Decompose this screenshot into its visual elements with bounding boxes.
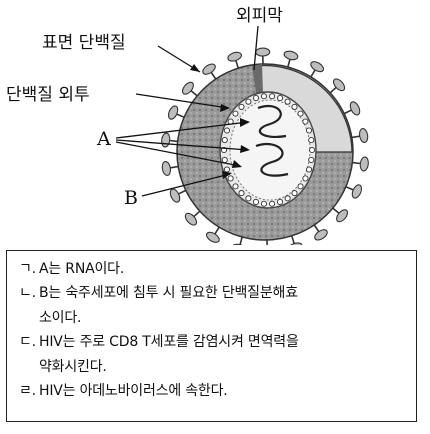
arrowhead-b (222, 171, 232, 179)
capsid-bead (260, 93, 267, 100)
statement-text: HIV는 주로 CD8 T세포를 감염시켜 면역력을 (39, 334, 299, 351)
capsid-bead (284, 98, 291, 105)
arrowhead-a-1 (240, 118, 250, 127)
statement-2: ㄴ.B는 숙주세포에 침투 시 필요한 단백질분해효 (19, 281, 408, 305)
rna-strand-1 (257, 105, 287, 138)
arrowhead-a-2 (240, 145, 250, 153)
spike-head (202, 63, 216, 75)
capsid-bead (238, 190, 245, 197)
capsid-bead (297, 183, 304, 190)
spike-head (358, 128, 369, 144)
spike-head (161, 132, 171, 148)
spike-head (161, 160, 172, 176)
statement-3-continued: 약화시킨다. (19, 355, 408, 379)
label-surface-protein: 표면 단백질 (42, 33, 126, 53)
arrowhead-surface-protein (190, 64, 200, 72)
capsid-bead (238, 103, 245, 110)
spike-head (184, 212, 198, 226)
spike-head (336, 209, 349, 223)
statement-3: ㄷ.HIV는 주로 CD8 T세포를 감염시켜 면역력을 (19, 330, 408, 354)
arrowhead-protein-shell (220, 104, 230, 112)
capsid-bead (284, 195, 291, 202)
capsid-bead (276, 198, 284, 205)
capsid-bead (308, 146, 316, 154)
spike-head (227, 51, 242, 62)
spike-head (231, 243, 247, 245)
capsid-bead (291, 190, 298, 197)
label-envelope: 외피막 (236, 6, 283, 26)
statement-4: ㄹ.HIV는 아데노바이러스에 속한다. (19, 379, 408, 403)
capsid-bead (269, 93, 276, 100)
leader-a-2 (115, 139, 249, 151)
capsid-bead (245, 195, 252, 202)
hiv-virus-diagram: 외피막 표면 단백질 단백질 외투 A B (6, 6, 369, 245)
statement-2-continued: 소이다. (19, 306, 408, 330)
spike-head (349, 101, 361, 116)
spike-head (167, 105, 179, 120)
leader-a-3 (115, 141, 241, 167)
spike-head (181, 81, 194, 95)
capsid-bead (305, 166, 313, 173)
spike-head (310, 61, 325, 73)
statement-text: HIV는 아데노바이러스에 속한다. (39, 383, 228, 400)
spike-head (359, 156, 369, 172)
capsid-bead (252, 198, 260, 205)
leader-b (141, 173, 231, 197)
rna-strand-2 (255, 143, 289, 177)
capsid-bead (223, 166, 231, 173)
spike-head (332, 78, 346, 92)
leader-envelope (253, 25, 259, 71)
capsid-bead (245, 98, 252, 105)
capsid-bead (302, 118, 309, 125)
capsid-bead (252, 95, 260, 102)
capsid-bead (223, 127, 231, 134)
spike-head (351, 184, 363, 199)
statement-text: B는 숙주세포에 침투 시 필요한 단백질분해효 (39, 285, 298, 302)
capsid-bead (269, 200, 276, 207)
capsid-bead (227, 175, 234, 182)
capsid-bead (260, 200, 267, 207)
label-protein-shell: 단백질 외투 (6, 85, 90, 105)
leader-protein-shell (135, 93, 229, 109)
label-a: A (96, 128, 111, 150)
label-b: B (124, 187, 138, 209)
spike-head (205, 231, 220, 243)
spike-head (288, 242, 303, 245)
spike-head (169, 188, 181, 203)
statement-text: 약화시킨다. (39, 358, 107, 375)
capsid-bead (308, 156, 315, 163)
capsid-bead (308, 137, 315, 144)
capsid-bead (305, 127, 313, 134)
leader-a-1 (115, 121, 249, 139)
capsid-bead (302, 175, 309, 182)
statement-marker: ㄷ. (19, 334, 36, 351)
capsid-bead (232, 110, 239, 117)
statement-marker: ㄱ. (19, 261, 36, 277)
capsid-bead (221, 137, 228, 144)
spike-head (314, 229, 328, 241)
statement-text: A는 RNA이다. (39, 261, 125, 277)
statement-text: 소이다. (39, 309, 82, 326)
capsid-bead (221, 156, 228, 163)
statement-box: ㄱ.A는 RNA이다. ㄴ.B는 숙주세포에 침투 시 필요한 단백질분해효 소… (6, 250, 417, 422)
spike-head (255, 47, 271, 57)
statement-marker: ㄹ. (19, 383, 36, 400)
spike-head (283, 50, 299, 61)
capsid-bead (291, 103, 298, 110)
statement-marker: ㄴ. (19, 285, 36, 302)
capsid-bead (276, 95, 284, 102)
arrowhead-a-3 (232, 160, 242, 168)
capsid-bead (232, 183, 239, 190)
statement-1: ㄱ.A는 RNA이다. (19, 257, 408, 281)
capsid-bead (297, 110, 304, 117)
